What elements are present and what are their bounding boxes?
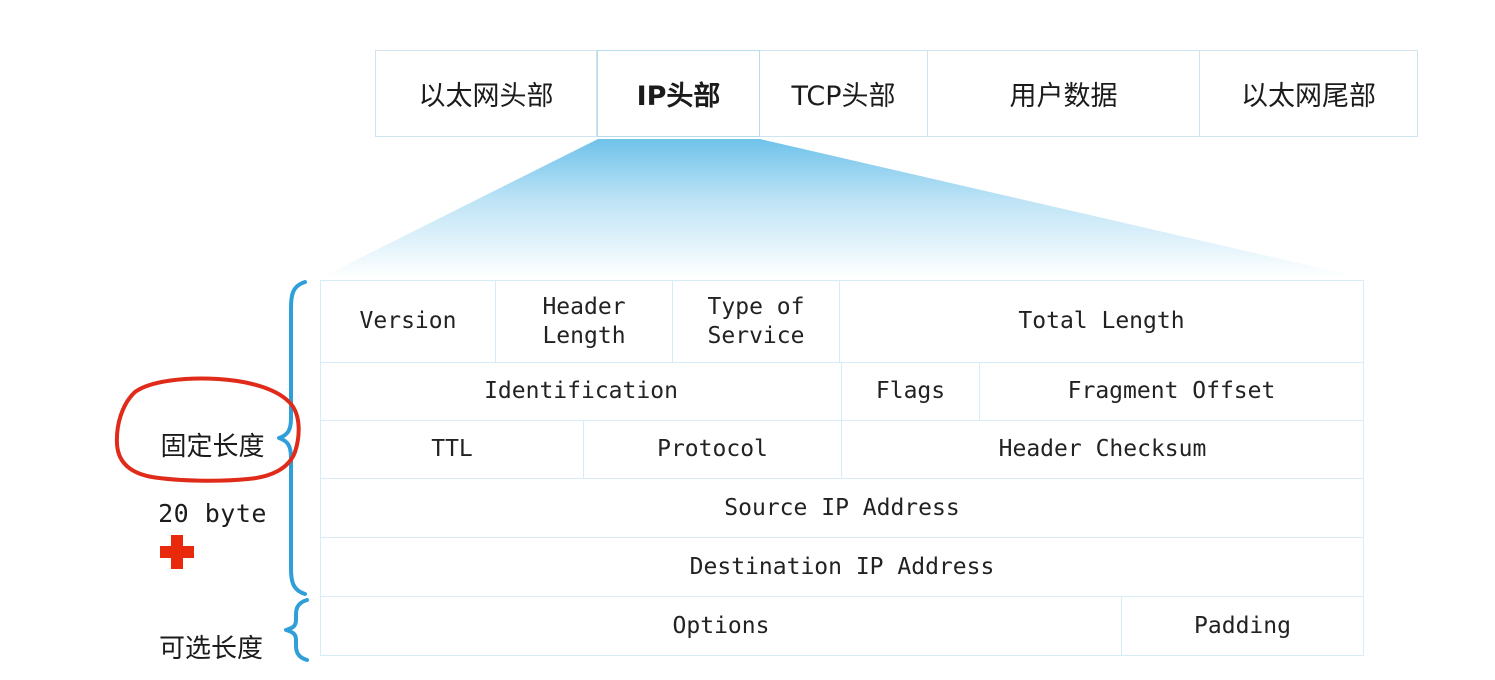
ip-header-cell[interactable]: Type of Service bbox=[673, 280, 840, 363]
ip-header-cell[interactable]: TTL bbox=[320, 421, 584, 479]
ip-header-cell[interactable]: Destination IP Address bbox=[320, 538, 1364, 597]
ip-header-cell[interactable]: Protocol bbox=[584, 421, 842, 479]
frame-cell-0[interactable]: 以太网头部 bbox=[375, 50, 597, 137]
ip-header-row-4: Source IP Address bbox=[320, 479, 1364, 538]
ip-header-cell[interactable]: Source IP Address bbox=[320, 479, 1364, 538]
fixed-length-line2: 20 byte bbox=[158, 498, 267, 528]
ip-header-cell[interactable]: Fragment Offset bbox=[980, 363, 1364, 421]
ip-header-cell[interactable]: Total Length bbox=[840, 280, 1364, 363]
fixed-length-line1: 固定长度 bbox=[160, 432, 265, 463]
ip-header-cell[interactable]: Header Length bbox=[496, 280, 673, 363]
ip-header-cell[interactable]: Header Checksum bbox=[842, 421, 1364, 479]
ip-header-row-5: Destination IP Address bbox=[320, 538, 1364, 597]
plus-icon bbox=[160, 535, 194, 569]
frame-cell-2[interactable]: TCP头部 bbox=[760, 50, 928, 137]
ip-header-cell[interactable]: Padding bbox=[1122, 597, 1364, 656]
frame-cell-4[interactable]: 以太网尾部 bbox=[1200, 50, 1418, 137]
ip-header-cell[interactable]: Identification bbox=[320, 363, 842, 421]
optional-length-label: 可选长度 0~40 byte bbox=[126, 600, 296, 680]
ip-header-cell[interactable]: Flags bbox=[842, 363, 980, 421]
fixed-length-label: 固定长度 20 byte bbox=[130, 398, 295, 563]
frame-cell-1[interactable]: IP头部 bbox=[597, 50, 760, 137]
ip-header-cell[interactable]: Version bbox=[320, 280, 496, 363]
ip-header-cell[interactable]: Options bbox=[320, 597, 1122, 656]
frame-cell-3[interactable]: 用户数据 bbox=[928, 50, 1200, 137]
optional-length-line1: 可选长度 bbox=[158, 634, 263, 665]
